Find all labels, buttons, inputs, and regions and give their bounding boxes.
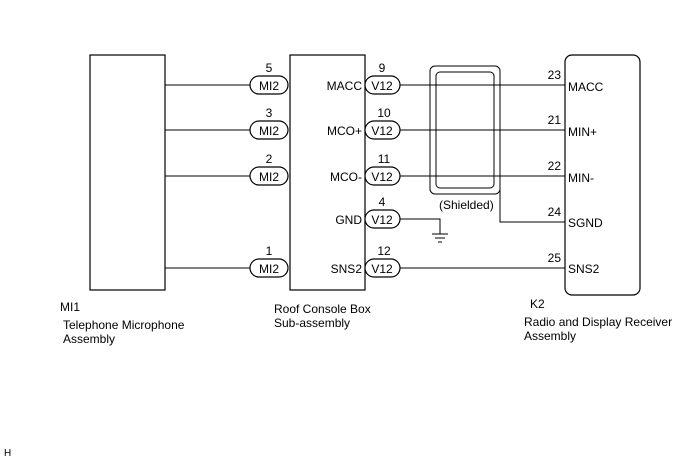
k2-terminal-label: MACC (568, 80, 604, 94)
connector-mi2-pin5 (249, 75, 289, 95)
telephone-microphone-box (89, 54, 166, 291)
v12-connector-label: V12 (371, 213, 393, 227)
radio-receiver-box (564, 54, 641, 296)
k2-terminal-label: SGND (568, 216, 603, 230)
mi2-connector-label: MI2 (259, 262, 279, 276)
wire-sgnd (499, 190, 565, 223)
connector-v12-pin4 (364, 209, 401, 229)
mi1-name-line1: Telephone Microphone (63, 318, 185, 332)
console-terminal-label: SNS2 (331, 262, 363, 276)
console-terminal-label: MACC (327, 79, 363, 93)
v12-pin-number: 9 (379, 61, 386, 75)
k2-pin-number: 25 (548, 251, 562, 265)
v12-pin-number: 12 (377, 244, 391, 258)
roof-console-box (289, 54, 366, 291)
connector-v12-pin9 (364, 75, 401, 95)
connector-mi2-pin2 (249, 166, 289, 186)
k2-pin-number: 22 (548, 159, 562, 173)
footer-code: H (4, 448, 12, 459)
connector-v12-pin11 (364, 166, 401, 186)
mi2-connector-label: MI2 (259, 124, 279, 138)
roof-console-name-line2: Sub-assembly (274, 316, 351, 330)
k2-code: K2 (530, 297, 545, 311)
v12-pin-number: 10 (377, 106, 391, 120)
mi1-code: MI1 (60, 300, 81, 314)
v12-pin-number: 11 (378, 152, 391, 166)
k2-terminal-label: MIN+ (568, 125, 597, 139)
connector-mi2-pin1 (249, 258, 289, 278)
v12-connector-label: V12 (371, 79, 393, 93)
connector-mi2-pin3 (249, 120, 289, 140)
mi2-pin-number: 3 (266, 106, 273, 120)
roof-console-name-line1: Roof Console Box (274, 302, 371, 316)
k2-name-line1: Radio and Display Receiver (524, 315, 673, 329)
mi2-pin-number: 1 (266, 244, 273, 258)
k2-pin-number: 24 (548, 205, 562, 219)
v12-connector-label: V12 (371, 262, 393, 276)
v12-connector-label: V12 (371, 124, 393, 138)
ground-symbol (432, 233, 448, 243)
shield-icon (429, 65, 501, 195)
wire-gnd (400, 218, 441, 234)
v12-pin-number: 4 (379, 195, 386, 209)
mi2-pin-number: 5 (266, 61, 273, 75)
shield-label: (Shielded) (439, 198, 494, 212)
mi2-connector-label: MI2 (259, 170, 279, 184)
k2-pin-number: 21 (548, 113, 562, 127)
mi2-connector-label: MI2 (259, 79, 279, 93)
console-terminal-label: MCO+ (327, 124, 362, 138)
k2-terminal-label: MIN- (568, 171, 594, 185)
k2-terminal-label: SNS2 (568, 262, 600, 276)
k2-name-line2: Assembly (524, 329, 577, 343)
connector-v12-pin10 (364, 120, 401, 140)
console-terminal-label: GND (335, 213, 362, 227)
connector-v12-pin12 (364, 258, 401, 278)
mi2-pin-number: 2 (266, 152, 273, 166)
mi1-name-line2: Assembly (63, 332, 116, 346)
console-terminal-label: MCO- (330, 170, 362, 184)
k2-pin-number: 23 (548, 68, 562, 82)
v12-connector-label: V12 (371, 170, 393, 184)
